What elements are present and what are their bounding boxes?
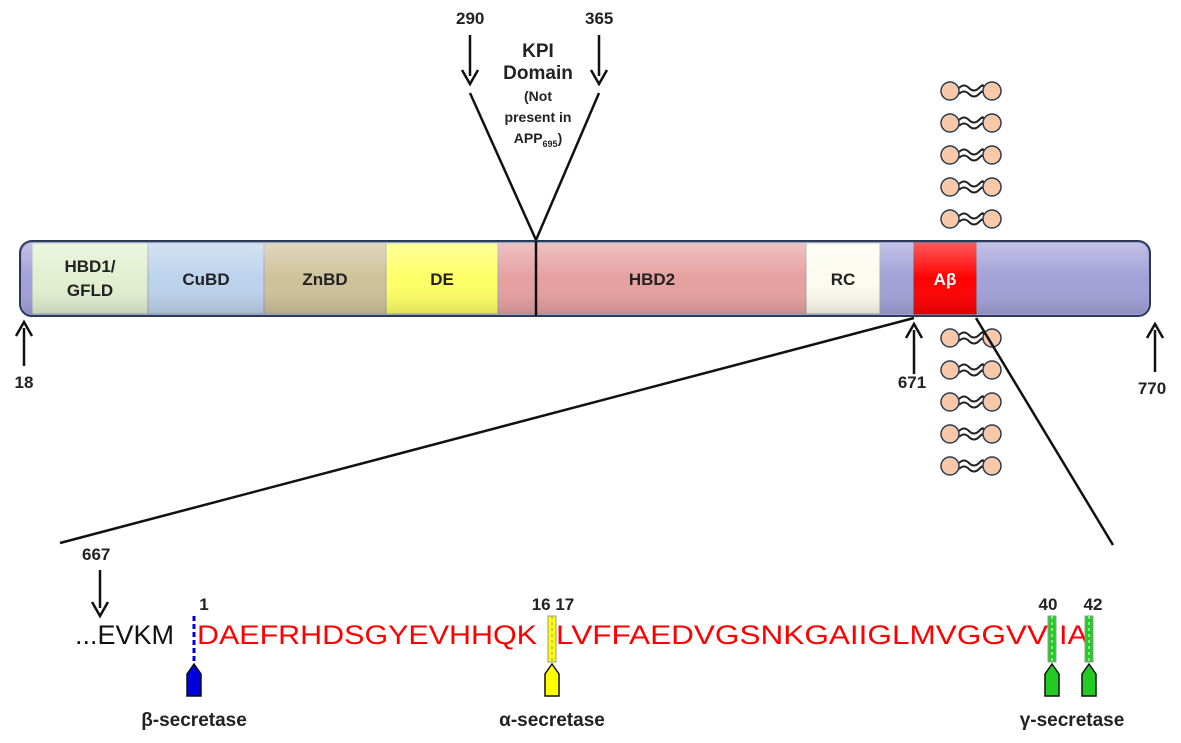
membrane-bottom-leaflet [940, 328, 1002, 476]
kpi-start-arrow [460, 35, 480, 87]
app-protein-bar: HBD1/ GFLD CuBD ZnBD DE HBD2 RC Aβ [19, 240, 1151, 317]
residue-16-17-label: 16 17 [532, 595, 575, 614]
phospholipid-bottom-1 [940, 360, 1002, 380]
beta-secretase-marker [186, 662, 202, 697]
alpha-cleavage-site [547, 615, 557, 663]
sequence-prefix: ...EVKM [75, 620, 174, 650]
sequence-start-position: 667 [82, 545, 110, 564]
kpi-note-line3: APP695) [514, 130, 563, 149]
domain-label-cubd: CuBD [182, 270, 229, 289]
domain-label-de: DE [430, 270, 454, 289]
residue-42-label: 42 [1084, 595, 1103, 614]
kpi-note-line2: present in [505, 109, 572, 125]
phospholipid-top-2 [940, 145, 1002, 165]
kpi-title-line1: KPI [522, 41, 554, 62]
start-position: 18 [15, 373, 34, 392]
abeta-start-position: 671 [898, 373, 926, 392]
kpi-note-line1: (Not [524, 88, 552, 104]
kpi-end-position: 365 [585, 9, 613, 28]
gamma42-cleavage-site [1084, 615, 1094, 663]
phospholipid-bottom-3 [940, 424, 1002, 444]
residue-40-label: 40 [1039, 595, 1058, 614]
phospholipid-bottom-0 [940, 328, 1002, 348]
gamma42-secretase-marker [1081, 662, 1097, 697]
end-position-arrow [1145, 321, 1165, 372]
domain-label-rc: RC [831, 270, 856, 289]
residue-1-label: 1 [199, 595, 208, 614]
end-position: 770 [1138, 379, 1166, 398]
start-position-arrow [14, 319, 34, 366]
beta-secretase-label: β-secretase [141, 710, 247, 731]
alpha-secretase-label: α-secretase [499, 710, 605, 731]
phospholipid-top-4 [940, 209, 1002, 229]
gamma40-cleavage-site [1047, 615, 1057, 663]
gamma-secretase-label: γ-secretase [1020, 710, 1125, 731]
abeta-sequence-part1: DAEFRHDSGYEVHHQK [197, 620, 537, 650]
kpi-insertion-line-left [468, 92, 538, 241]
gamma40-secretase-marker [1044, 662, 1060, 697]
phospholipid-top-3 [940, 177, 1002, 197]
domain-label-abeta: Aβ [934, 270, 957, 289]
kpi-title-line2: Domain [503, 63, 573, 84]
phospholipid-bottom-2 [940, 392, 1002, 412]
domain-label-hbd1-line2: GFLD [67, 281, 113, 300]
membrane-top-leaflet [940, 81, 1002, 229]
abeta-sequence-part3: IA [1059, 620, 1088, 650]
phospholipid-top-1 [940, 113, 1002, 133]
protein-bar-gloss [22, 243, 1148, 314]
domain-label-hbd1-line1: HBD1/ [64, 257, 115, 276]
abeta-sequence: ...EVKM DAEFRHDSGYEVHHQK LVFFAEDVGSNKGAIIG… [75, 620, 1088, 650]
kpi-insertion-line-right [534, 92, 601, 241]
zoom-line-left [59, 316, 915, 545]
abeta-start-arrow [904, 321, 924, 374]
phospholipid-bottom-4 [940, 456, 1002, 476]
phospholipid-top-0 [940, 81, 1002, 101]
kpi-start-position: 290 [456, 9, 484, 28]
sequence-start-arrow [90, 570, 110, 619]
kpi-end-arrow [589, 35, 609, 87]
zoom-line-right [974, 317, 1115, 546]
domain-label-znbd: ZnBD [302, 270, 347, 289]
domain-label-hbd2: HBD2 [629, 270, 675, 289]
abeta-sequence-part2: LVFFAEDVGSNKGAIIGLMVGGVV [556, 620, 1048, 650]
alpha-secretase-marker [544, 662, 560, 697]
